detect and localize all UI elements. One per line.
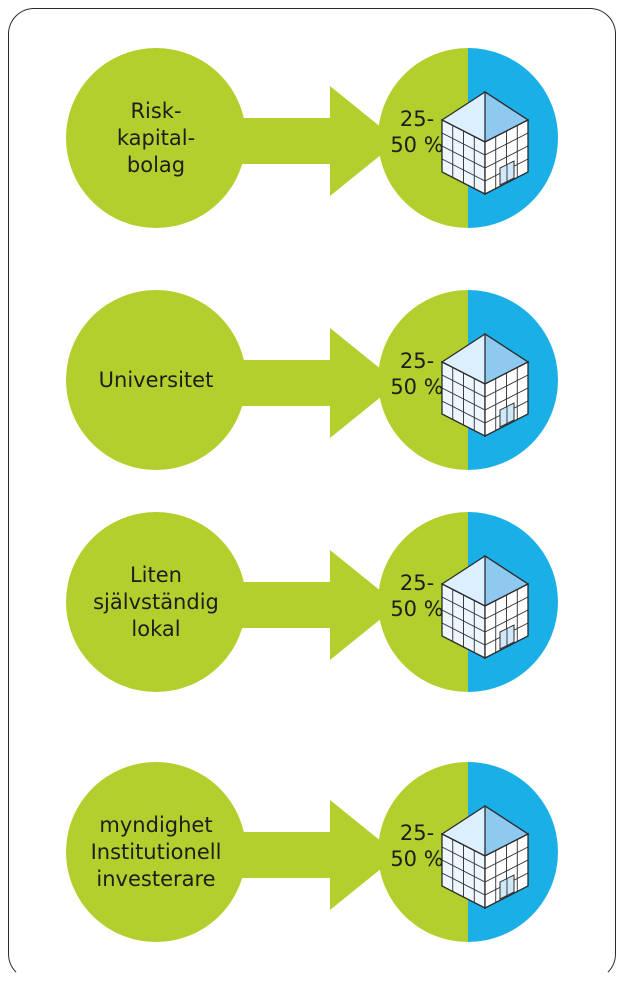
source-circle: Liten självständig lokal bbox=[66, 512, 246, 692]
source-label: myndighet Institutionell investerare bbox=[90, 812, 222, 891]
source-label: Universitet bbox=[98, 367, 214, 392]
office-building-icon bbox=[440, 804, 530, 910]
flow-row-2: Universitet 25- 50 % bbox=[0, 290, 626, 470]
right-arrow-icon bbox=[238, 328, 398, 438]
ownership-share-line2: 50 % bbox=[390, 847, 444, 871]
ownership-share-line1: 25- bbox=[399, 349, 435, 373]
ownership-share-line1: 25- bbox=[399, 107, 435, 131]
right-arrow-icon bbox=[238, 800, 398, 910]
ownership-share-line2: 50 % bbox=[390, 375, 444, 399]
ownership-share: 25- 50 % bbox=[382, 348, 452, 400]
flow-row-4: myndighet Institutionell investerare 25-… bbox=[0, 762, 626, 942]
office-building-icon bbox=[440, 554, 530, 660]
source-label: Liten självständig lokal bbox=[93, 562, 219, 641]
office-building-icon bbox=[440, 332, 530, 438]
ownership-share-line2: 50 % bbox=[390, 597, 444, 621]
right-arrow-icon bbox=[238, 550, 398, 660]
source-circle: myndighet Institutionell investerare bbox=[66, 762, 246, 942]
ownership-share-line1: 25- bbox=[399, 821, 435, 845]
ownership-share: 25- 50 % bbox=[382, 820, 452, 872]
source-circle: Universitet bbox=[66, 290, 246, 470]
diagram-frame bbox=[8, 8, 616, 980]
ownership-share: 25- 50 % bbox=[382, 570, 452, 622]
flow-row-1: Risk- kapital- bolag 25- 50 % bbox=[0, 48, 626, 228]
ownership-share-line1: 25- bbox=[399, 571, 435, 595]
flow-row-3: Liten självständig lokal 25- 50 % bbox=[0, 512, 626, 692]
ownership-share: 25- 50 % bbox=[382, 106, 452, 158]
source-label: Risk- kapital- bolag bbox=[116, 98, 196, 177]
source-circle: Risk- kapital- bolag bbox=[66, 48, 246, 228]
right-arrow-icon bbox=[238, 86, 398, 196]
office-building-icon bbox=[440, 90, 530, 196]
ownership-share-line2: 50 % bbox=[390, 133, 444, 157]
